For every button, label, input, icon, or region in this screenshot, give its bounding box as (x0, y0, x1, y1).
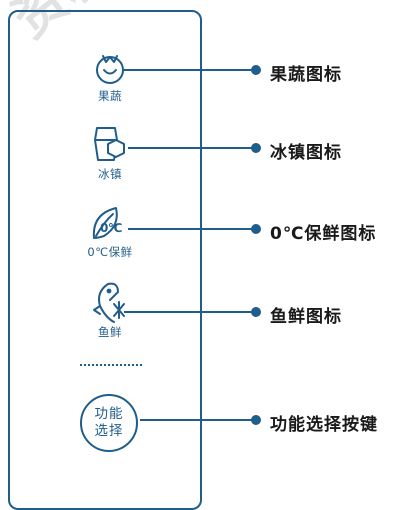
function-select-button[interactable]: 功能 选择 (80, 394, 138, 452)
connector-dot-ice (251, 143, 261, 153)
fish-fresh-icon (93, 282, 125, 323)
callout-zero-fresh: 0℃保鲜图标 (270, 224, 377, 244)
function-button-line2: 选择 (94, 423, 124, 439)
diagram-canvas: 资料 (2, 0, 378, 510)
icon-label-fruit-veg: 果蔬 (98, 89, 122, 103)
callout-fish-fresh: 鱼鲜图标 (270, 307, 342, 327)
connector-dot-fish (251, 307, 261, 317)
ice-icon (94, 127, 125, 161)
zero-fresh-glyph: 0℃ (100, 221, 122, 235)
icon-label-fish-fresh: 鱼鲜 (98, 325, 122, 339)
callout-function-button: 功能选择按键 (270, 415, 378, 435)
zero-fresh-leaf-icon (92, 207, 118, 239)
fruit-veg-icon (96, 55, 124, 84)
callout-ice: 冰镇图标 (270, 143, 342, 163)
callout-fruit-veg: 果蔬图标 (270, 65, 342, 85)
connector-dot-zero (251, 224, 261, 234)
icon-label-ice: 冰镇 (98, 167, 122, 181)
connector-dot-func (251, 415, 261, 425)
more-icons-ellipsis (80, 364, 142, 366)
connector-dot-fruit (251, 65, 261, 75)
connector-layer (92, 55, 261, 425)
function-button-line1: 功能 (94, 406, 124, 422)
icon-label-zero-fresh: 0℃保鲜 (87, 245, 133, 259)
